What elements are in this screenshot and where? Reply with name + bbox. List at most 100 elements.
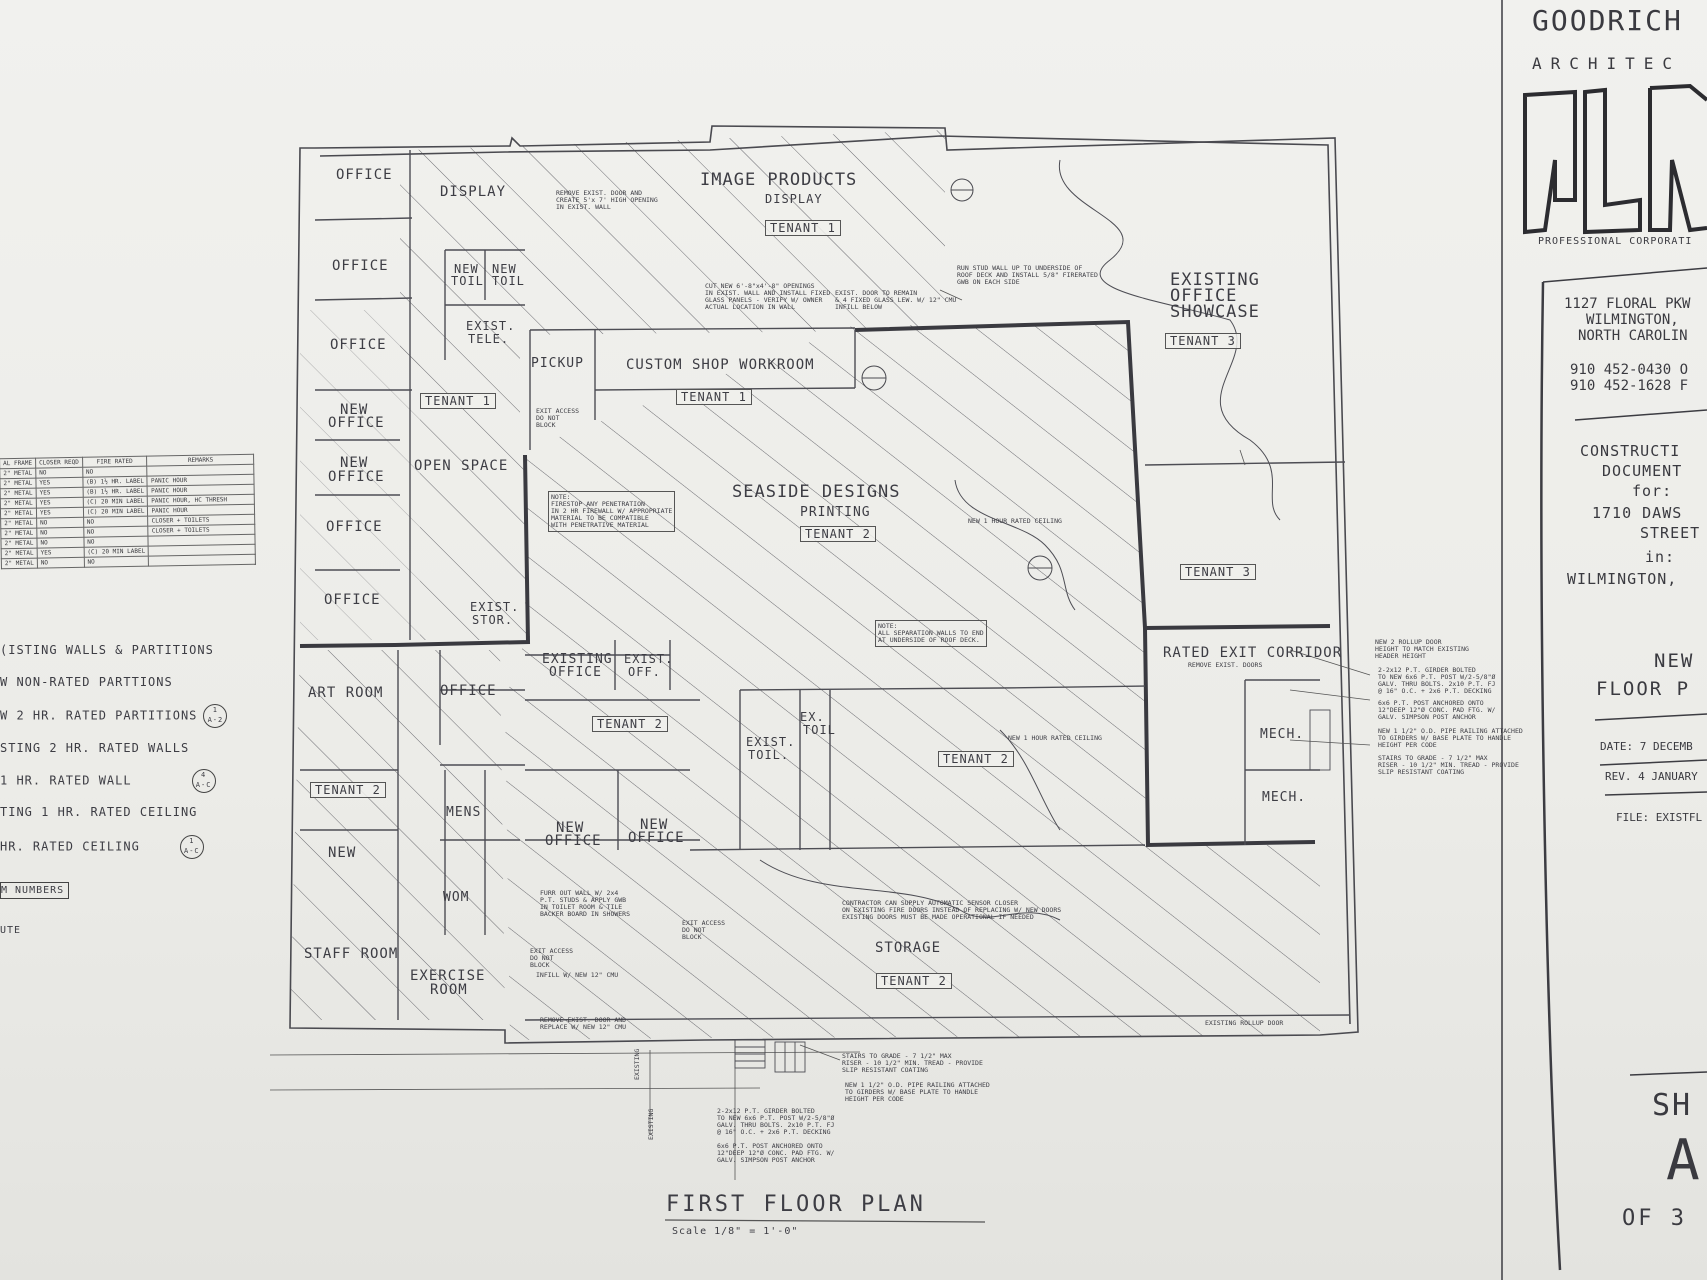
tenant-tag: TENANT 3 bbox=[1180, 564, 1256, 580]
legend-label: TING 1 HR. RATED CEILING bbox=[0, 805, 198, 819]
room-label: OFFICE bbox=[549, 665, 602, 680]
sheet-of: OF 3 bbox=[1622, 1206, 1687, 1231]
room-label: OFF. bbox=[628, 665, 661, 679]
address-line: 1127 FLORAL PKW bbox=[1564, 296, 1691, 312]
note: NOTE: FIRESTOP ANY PENETRATION IN 2 HR F… bbox=[548, 491, 676, 532]
ceiling-boundary-curves bbox=[759, 159, 1281, 921]
room-label: OFFICE bbox=[628, 830, 685, 846]
note: INFILL W/ NEW 12" CMU bbox=[536, 971, 619, 979]
table-cell: 2" METAL bbox=[1, 558, 38, 569]
room-label: DISPLAY bbox=[765, 192, 823, 206]
legend-label: UTE bbox=[0, 925, 22, 936]
room-label: EXIST. bbox=[746, 735, 796, 749]
room-label: MECH. bbox=[1262, 790, 1307, 805]
note: EXISTING bbox=[633, 1048, 641, 1080]
note: 2-2x12 P.T. GIRDER BOLTED TO NEW 6x6 P.T… bbox=[1378, 666, 1496, 695]
room-label: TELE. bbox=[468, 332, 510, 346]
legend-label: M NUMBERS bbox=[1, 885, 65, 896]
tenant-tag: TENANT 2 bbox=[800, 526, 876, 542]
table-cell: 2" METAL bbox=[0, 518, 37, 529]
note: REMOVE EXIST. DOOR AND CREATE 5'x 7' HIG… bbox=[556, 189, 658, 211]
project-line: for: bbox=[1632, 482, 1673, 500]
interior-partitions bbox=[300, 150, 1351, 1021]
room-label: CUSTOM SHOP WORKROOM bbox=[626, 357, 815, 373]
room-label: OFFICE bbox=[324, 592, 381, 608]
room-label: NEW bbox=[640, 817, 669, 833]
note: 2-2x12 P.T. GIRDER BOLTED TO NEW 6x6 P.T… bbox=[717, 1107, 835, 1136]
note: NOTE: ALL SEPARATION WALLS TO END AT UND… bbox=[875, 620, 987, 647]
table-cell: 2" METAL bbox=[0, 478, 36, 489]
note: EXIT ACCESS DO NOT BLOCK bbox=[530, 947, 574, 969]
section-markers bbox=[861, 178, 1053, 581]
table-cell: 2" METAL bbox=[1, 548, 38, 559]
phone-line: 910 452-0430 O bbox=[1570, 362, 1689, 378]
note: EXIT ACCESS DO NOT BLOCK bbox=[682, 919, 726, 941]
room-label: SHOWCASE bbox=[1170, 302, 1260, 322]
tenant-tag: TENANT 2 bbox=[592, 716, 668, 732]
tenant-tag: TENANT 2 bbox=[938, 751, 1014, 767]
firm-name: GOODRICH bbox=[1532, 4, 1683, 37]
note: EXIT ACCESS DO NOT BLOCK bbox=[536, 407, 580, 429]
project-line: 1710 DAWS bbox=[1592, 504, 1683, 522]
project-line: CONSTRUCTI bbox=[1580, 442, 1681, 460]
room-label: DISPLAY bbox=[440, 184, 507, 200]
legend-item: M NUMBERS bbox=[0, 882, 70, 899]
room-label: OFFICE bbox=[326, 519, 383, 535]
table-cell: 2" METAL bbox=[0, 488, 37, 499]
note: EXIST. DOOR TO REMAIN & 4 FIXED GLASS LE… bbox=[835, 289, 957, 311]
room-label: TOIL bbox=[451, 274, 484, 288]
sheet-number: A bbox=[1666, 1128, 1700, 1193]
tenant-tag: TENANT 2 bbox=[310, 782, 386, 798]
section-tag-icon: 4 A-C bbox=[191, 769, 216, 793]
room-label: NEW bbox=[454, 262, 479, 276]
table-cell: 2" METAL bbox=[0, 468, 36, 479]
legend-item: (ISTING WALLS & PARTITIONS bbox=[0, 643, 214, 657]
title-underline bbox=[664, 1219, 986, 1223]
legend-item: UTE bbox=[0, 925, 21, 936]
room-label: PICKUP bbox=[531, 356, 584, 371]
table-cell: 2" METAL bbox=[0, 538, 38, 549]
legend-item: TING 1 HR. RATED CEILING bbox=[0, 805, 197, 819]
room-label: EX. bbox=[800, 710, 825, 724]
door-schedule: AL FRAME CLOSER REQD FIRE RATED REMARKS … bbox=[0, 454, 256, 569]
tenant-tag: TENANT 2 bbox=[876, 973, 952, 989]
room-label: EXERCISE bbox=[410, 968, 486, 984]
project-line: WILMINGTON, bbox=[1567, 570, 1678, 588]
sheet-title: FLOOR P bbox=[1596, 678, 1691, 700]
room-label: NEW bbox=[340, 402, 369, 418]
section-tag-icon: 1 A-2 bbox=[203, 704, 228, 728]
room-label: ART ROOM bbox=[308, 685, 384, 701]
room-label: EXIST. bbox=[466, 319, 516, 333]
title-block-frame bbox=[1501, 0, 1707, 1280]
legend-item: W NON-RATED PARTTIONS bbox=[0, 675, 173, 689]
tenant-tag: TENANT 1 bbox=[676, 389, 752, 405]
table-cell bbox=[148, 554, 256, 567]
room-label: STOR. bbox=[472, 613, 514, 627]
legend-item: STING 2 HR. RATED WALLS bbox=[0, 741, 189, 755]
project-line: DOCUMENT bbox=[1602, 462, 1683, 480]
room-label: OFFICE bbox=[545, 833, 602, 849]
note: REMOVE EXIST. DOORS bbox=[1188, 661, 1263, 669]
file-field: FILE: EXISTFL bbox=[1616, 811, 1703, 824]
table-cell: 2" METAL bbox=[0, 498, 37, 509]
room-label: NEW bbox=[556, 820, 585, 836]
note: CUT NEW 6'-8"x4'-8" OPENINGS IN EXIST. W… bbox=[705, 282, 831, 311]
room-label: EXISTING bbox=[542, 652, 613, 667]
tenant-hatch bbox=[290, 130, 1320, 1040]
table-cell: NO bbox=[37, 557, 85, 569]
project-line: STREET bbox=[1640, 524, 1701, 542]
room-label: EXISTING bbox=[1170, 270, 1260, 290]
note: NEW 2 ROLLUP DOOR HEIGHT TO MATCH EXISTI… bbox=[1375, 638, 1469, 660]
project-line: in: bbox=[1645, 548, 1676, 566]
room-label: IMAGE PRODUCTS bbox=[700, 170, 858, 190]
firm-discipline: ARCHITEC bbox=[1532, 54, 1682, 73]
building-outline bbox=[289, 125, 1359, 1044]
room-label: TOIL bbox=[492, 274, 525, 288]
legend-label: STING 2 HR. RATED WALLS bbox=[0, 741, 190, 755]
room-label: NEW bbox=[340, 455, 369, 471]
note: 6x6 P.T. POST ANCHORED ONTO 12"DEEP 12"Ø… bbox=[717, 1142, 835, 1164]
note: STAIRS TO GRADE - 7 1/2" MAX RISER - 10 … bbox=[1378, 754, 1519, 776]
